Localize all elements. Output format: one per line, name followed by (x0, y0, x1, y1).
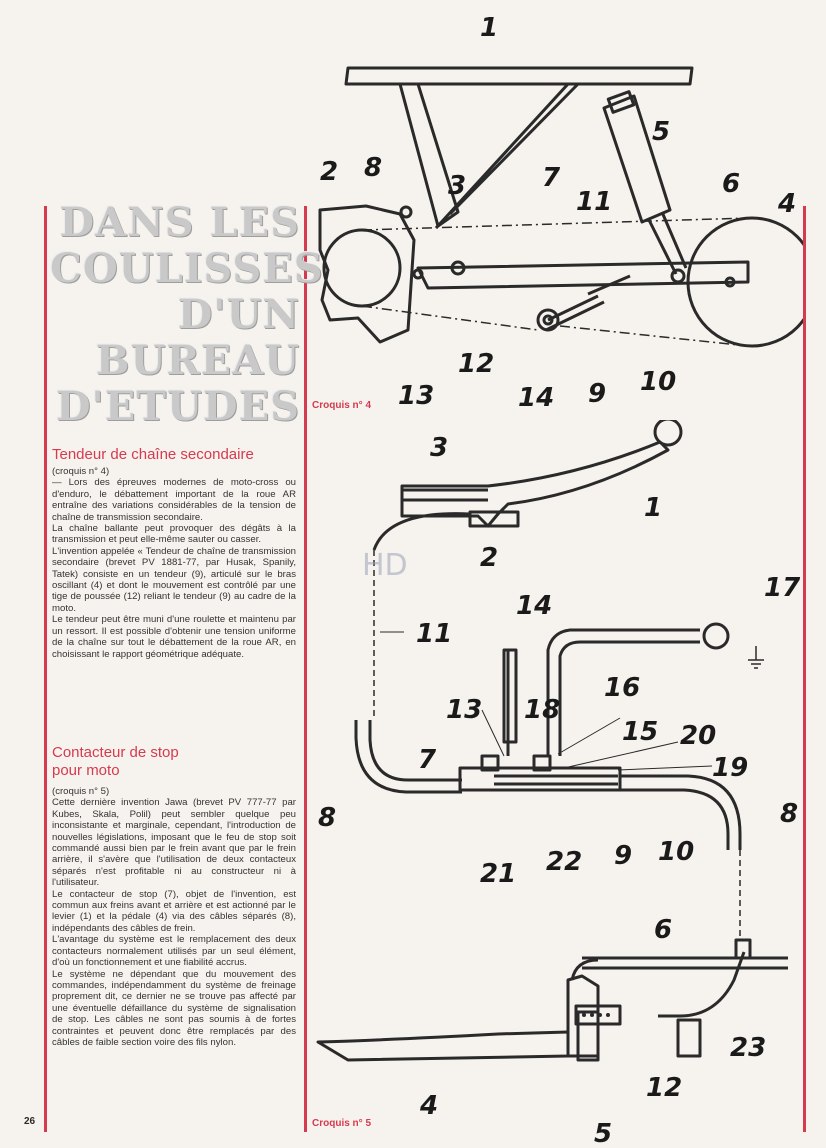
fig5-label: 8 (318, 803, 336, 833)
fig4-label: 3 (448, 171, 466, 201)
fig4-label: 11 (576, 187, 612, 217)
paragraph: L'invention appelée « Tendeur de chaîne … (52, 545, 296, 614)
section-title-chain-tensioner: Tendeur de chaîne secondaire (52, 446, 254, 463)
paragraph: Le tendeur peut être muni d'une roulette… (52, 614, 296, 660)
fig4-label: 9 (588, 379, 606, 409)
fig5-label: 20 (680, 721, 716, 751)
frame-top-tube (344, 66, 694, 86)
fig5-label: 12 (646, 1073, 682, 1103)
title-line: D'UN (177, 291, 300, 338)
fig4-label: 13 (398, 381, 434, 411)
title-line: D'ETUDES (55, 383, 300, 430)
fig5-label: 14 (516, 591, 552, 621)
paragraph: La chaîne ballante peut provoquer des dé… (52, 523, 296, 546)
rear-wheel (686, 216, 803, 348)
figure-5-caption: Croquis n° 5 (312, 1118, 372, 1129)
fig4-label: 14 (518, 383, 554, 413)
engine-housing (318, 204, 416, 344)
fig5-label: 18 (524, 695, 560, 725)
right-margin-rule (803, 206, 806, 1132)
fig5-label: 17 (764, 573, 801, 603)
article-title: DANS LES COULISSES D'UN BUREAU D'ETUDES (50, 199, 324, 430)
fig5-label: 23 (730, 1033, 766, 1063)
figure-4-caption: Croquis n° 4 (312, 400, 372, 411)
fig5-label: 11 (416, 619, 452, 649)
center-column-rule (304, 206, 307, 1132)
fig5-label: 1 (644, 493, 662, 523)
fig5-label: 16 (604, 673, 640, 703)
fig5-label: 3 (430, 433, 448, 463)
title-line: BUREAU (95, 337, 300, 384)
fig5-label: 7 (418, 745, 437, 775)
fig5-label: 9 (614, 841, 632, 871)
section-ref: (croquis n° 5) (52, 786, 110, 797)
fig4-label: 7 (542, 163, 561, 193)
fig4-label: 6 (722, 169, 740, 199)
left-margin-rule (44, 206, 47, 1132)
fig5-label: 15 (622, 717, 658, 747)
fig4-label: 5 (652, 117, 670, 147)
watermark: HD (362, 548, 408, 583)
paragraph: L'avantage du système est le remplacemen… (52, 934, 296, 969)
paragraph: Le système ne dépendant que du mouvement… (52, 968, 296, 1048)
fig5-label: 19 (712, 753, 748, 783)
section-title-line: Contacteur de stop (52, 744, 179, 761)
page-number: 26 (24, 1116, 36, 1127)
fig4-label: 12 (458, 349, 494, 379)
fig5-label: 10 (658, 837, 694, 867)
fig4-label: 2 (320, 157, 338, 187)
section-title-line: pour moto (52, 762, 120, 779)
fig5-label: 6 (654, 915, 672, 945)
fig5-label: 13 (446, 695, 482, 725)
paragraph: Le contacteur de stop (7), objet de l'in… (52, 888, 296, 934)
frame-triangle (398, 82, 460, 228)
section-body-stop-switch: (croquis n° 5) Cette dernière invention … (52, 786, 296, 1048)
fig5-label: 4 (419, 1091, 438, 1121)
section-body-chain-tensioner: (croquis n° 4) — Lors des épreuves moder… (52, 466, 296, 660)
figure-5-drawing: 3 1 2 14 17 11 16 13 18 15 20 7 19 8 8 2… (316, 420, 801, 1148)
figure-4-drawing: 1 2 8 3 7 11 5 6 4 12 13 14 9 10 (318, 13, 803, 413)
paragraph: — Lors des épreuves modernes de moto-cro… (52, 477, 296, 523)
brake-lever (400, 440, 670, 528)
fig5-label: 21 (480, 859, 516, 889)
title-line: DANS LES (59, 199, 300, 246)
shock-absorber (602, 90, 688, 275)
brake-pedal (316, 1030, 570, 1062)
fig5-label: 2 (480, 543, 498, 573)
fig4-label: 10 (640, 367, 676, 397)
fig4-label: 8 (364, 153, 382, 183)
paragraph: Cette dernière invention Jawa (brevet PV… (52, 797, 296, 889)
fig4-label: 4 (777, 189, 796, 219)
section-title-stop-switch: Contacteur de stop pour moto (52, 744, 179, 780)
swing-arm (416, 260, 750, 290)
section-ref: (croquis n° 4) (52, 466, 110, 477)
title-line: COULISSES (50, 245, 324, 292)
fig5-label: 8 (780, 799, 798, 829)
fig4-label: 1 (480, 13, 498, 43)
fig5-label: 22 (546, 847, 582, 877)
fig5-label: 5 (594, 1119, 612, 1148)
